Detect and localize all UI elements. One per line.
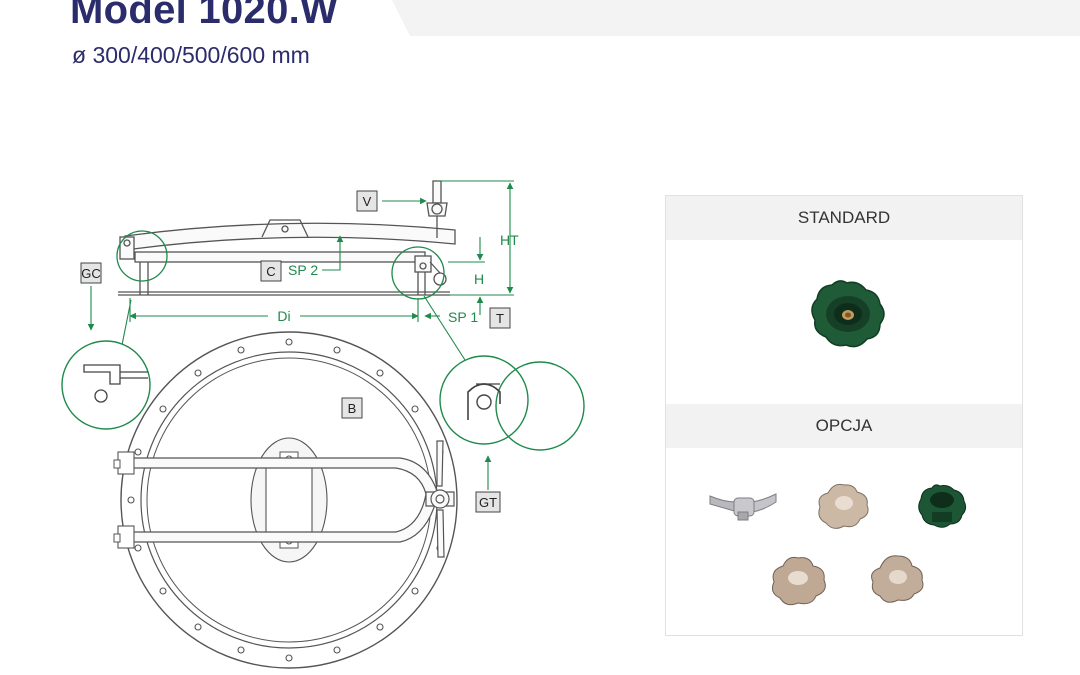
wing-nut-icon — [709, 493, 777, 521]
label-c: C — [266, 264, 275, 279]
page-subtitle: ø 300/400/500/600 mm — [72, 42, 310, 68]
knob-options-panel: STANDARD OPCJA — [665, 195, 1023, 636]
label-t: T — [496, 311, 504, 326]
green-knob-icon — [918, 484, 967, 528]
header-band — [392, 0, 1080, 36]
side-view — [118, 180, 456, 296]
label-v: V — [363, 194, 372, 209]
star-knob-icon — [772, 556, 826, 606]
label-b: B — [348, 401, 357, 416]
dimension-h: H — [474, 271, 484, 287]
dimension-sp2: SP 2 — [288, 262, 318, 278]
page-title: Model 1020.W — [70, 0, 339, 32]
green-knob-icon — [811, 280, 885, 348]
option-header: OPCJA — [666, 404, 1022, 448]
label-gc: GC — [81, 266, 101, 281]
top-view — [113, 331, 458, 669]
dimension-sp1: SP 1 — [448, 309, 478, 325]
detail-gc — [61, 340, 151, 430]
star-knob-icon — [871, 555, 924, 603]
dimension-ht: HT — [500, 232, 519, 248]
label-boxes: V GC C T B GT — [80, 190, 511, 513]
star-knob-icon — [818, 483, 869, 529]
detail-gt — [439, 355, 585, 451]
standard-header: STANDARD — [666, 196, 1022, 240]
dimension-di: Di — [277, 308, 290, 324]
label-gt: GT — [479, 495, 497, 510]
manhole-technical-drawing: V GC C T B GT HT H Di SP 1 SP 2 — [61, 180, 585, 669]
star-knob-top-view — [425, 440, 455, 558]
knob-images — [709, 280, 967, 606]
